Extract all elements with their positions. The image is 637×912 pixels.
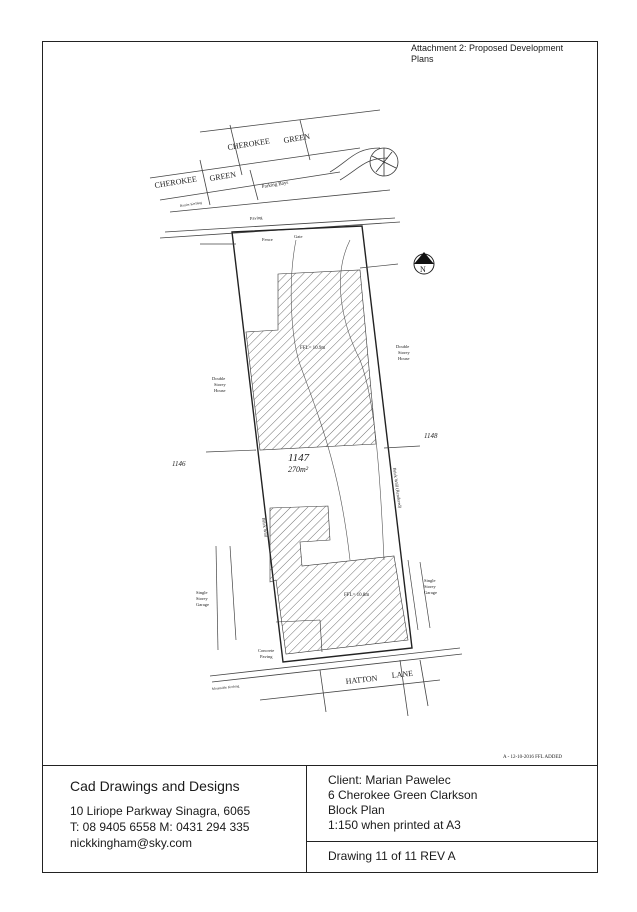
- titleblock-vertical-rule: [306, 765, 307, 873]
- double-storey-right-2: Storey: [398, 350, 410, 355]
- lot-1148: 1148: [424, 432, 438, 440]
- concrete-paving-2: Paving: [260, 654, 273, 659]
- mountable-kerbing-label: Mountable Kerbing: [212, 684, 240, 691]
- client-name: Client: Marian Pawelec: [328, 773, 451, 787]
- lot-area: 270m²: [288, 465, 309, 474]
- concrete-paving-1: Concrete: [258, 648, 274, 653]
- titleblock-top-rule: [42, 765, 598, 766]
- lot-1147: [231, 225, 413, 663]
- plan-scale: 1:150 when printed at A3: [328, 818, 461, 832]
- street-name-lane: LANE: [391, 669, 413, 680]
- gate-label: Gate: [294, 234, 303, 239]
- attachment-line-1: Attachment 2: Proposed Development: [411, 43, 564, 53]
- single-garage-left-3: Garage: [196, 602, 209, 607]
- parking-label: Parking Bays: [262, 181, 289, 190]
- single-garage-right-1: Single: [424, 578, 436, 583]
- north-label: N: [420, 265, 426, 274]
- tree-symbol: [369, 147, 399, 177]
- brick-wall-left: Brick Wall: [261, 517, 269, 538]
- drawing-number: Drawing 11 of 11 REV A: [328, 849, 456, 863]
- north-arrow: N: [413, 252, 435, 275]
- revision-note: A - 12-10-2016 FFL ADDED: [503, 755, 562, 760]
- hatton-lane-street: [209, 647, 463, 717]
- cherokee-green-street: [149, 109, 401, 239]
- single-garage-left-1: Single: [196, 590, 208, 595]
- double-storey-right-3: House: [398, 356, 410, 361]
- company-phones: T: 08 9405 6558 M: 0431 294 335: [70, 820, 250, 834]
- company-name: Cad Drawings and Designs: [70, 778, 240, 794]
- street-name-green: GREEN: [283, 132, 311, 145]
- lot-number: 1147: [288, 452, 310, 464]
- barrier-kerbing-label: Barrier Kerbing: [180, 201, 203, 208]
- double-storey-left-3: House: [214, 388, 226, 393]
- double-storey-left-1: Double: [212, 376, 225, 381]
- brick-wall-right: Brick Wall (Rendered): [392, 467, 403, 509]
- client-block: Client: Marian Pawelec 6 Cherokee Green …: [328, 773, 588, 833]
- plan-type: Block Plan: [328, 803, 385, 817]
- lot-1146: 1146: [172, 460, 186, 468]
- fence-label: Fence: [262, 237, 273, 242]
- single-garage-left-2: Storey: [196, 596, 208, 601]
- double-storey-right-1: Double: [396, 344, 409, 349]
- street-name-hatton: HATTON: [345, 674, 378, 686]
- ffl-upper: FFL= 10.9m: [300, 346, 325, 351]
- neighbour-boundaries: [200, 243, 431, 651]
- paving-label: Paving: [250, 215, 264, 221]
- drawing-sheet-border: [42, 41, 598, 873]
- attachment-header: Attachment 2: Proposed Development Plans: [411, 43, 591, 65]
- attachment-line-2: Plans: [411, 54, 434, 64]
- single-garage-right-3: Garage: [424, 590, 437, 595]
- ffl-lower: FFL= 10.8m: [344, 593, 369, 598]
- double-storey-left-2: Storey: [214, 382, 226, 387]
- company-block: Cad Drawings and Designs 10 Liriope Park…: [70, 777, 300, 851]
- company-email: nickkingham@sky.com: [70, 836, 192, 850]
- site-address: 6 Cherokee Green Clarkson: [328, 788, 478, 802]
- company-address: 10 Liriope Parkway Sinagra, 6065: [70, 804, 251, 818]
- titleblock-drawing-rule: [306, 841, 598, 842]
- street-name-green-left: GREEN: [209, 170, 237, 183]
- single-garage-right-2: Storey: [424, 584, 436, 589]
